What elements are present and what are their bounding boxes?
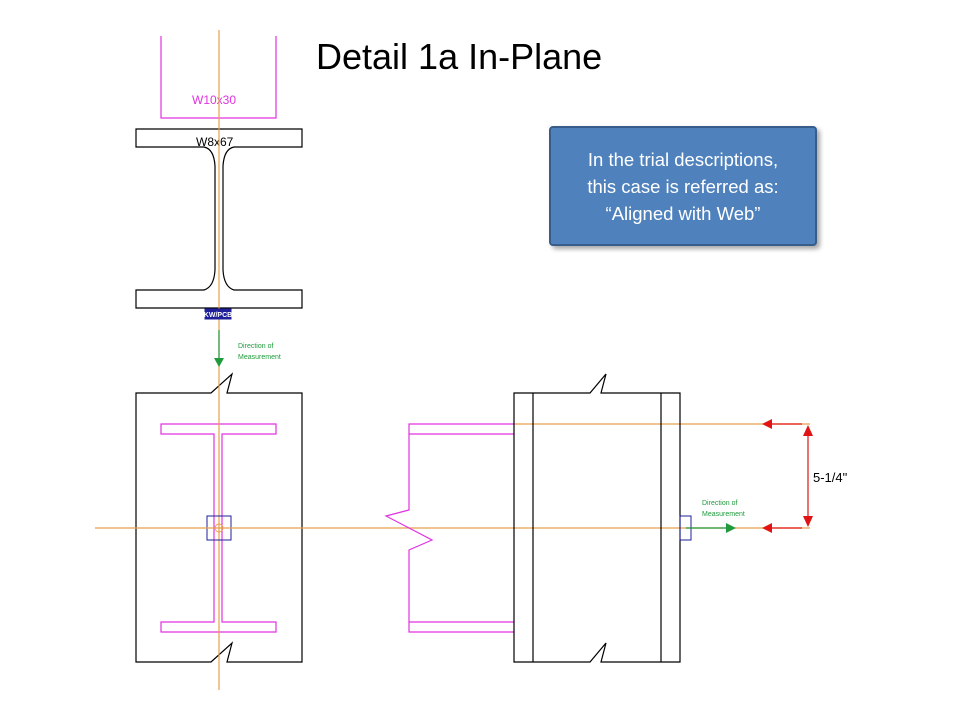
column-side-outline	[513, 373, 681, 663]
dimension-leader-bottom-arrow-icon	[762, 523, 772, 533]
direction-label-right-line2: Measurement	[702, 511, 745, 518]
gauge-tag-box	[204, 308, 232, 320]
dimension-arrow-down-icon	[803, 516, 813, 527]
beam-i-profile-elevation	[160, 423, 277, 633]
direction-label-right-line1: Direction of	[702, 500, 737, 507]
slide-title: Detail 1a In-Plane	[316, 36, 603, 77]
direction-arrow-head-right	[726, 523, 736, 533]
beam-section-label: W8x67	[196, 135, 234, 149]
column-elevation-outline	[135, 372, 303, 663]
gauge-tag-label: KW/PCB	[204, 312, 232, 319]
dimension-label: 5-1/4"	[813, 470, 848, 485]
beam-flanges-side-view	[384, 423, 514, 633]
direction-arrow-head-down	[214, 358, 224, 367]
dimension-arrow-up-icon	[803, 425, 813, 436]
callout-line-3: “Aligned with Web”	[605, 202, 761, 224]
callout-box: In the trial descriptions, this case is …	[549, 126, 817, 246]
callout-line-1: In the trial descriptions,	[587, 148, 779, 170]
callout-line-2: this case is referred as:	[587, 175, 779, 197]
direction-label-top-line1: Direction of	[238, 343, 273, 350]
column-section-label: W10x30	[192, 93, 236, 107]
dimension-leader-top-arrow-icon	[762, 419, 772, 429]
direction-label-top-line2: Measurement	[238, 354, 281, 361]
beam-cross-section	[135, 128, 303, 309]
